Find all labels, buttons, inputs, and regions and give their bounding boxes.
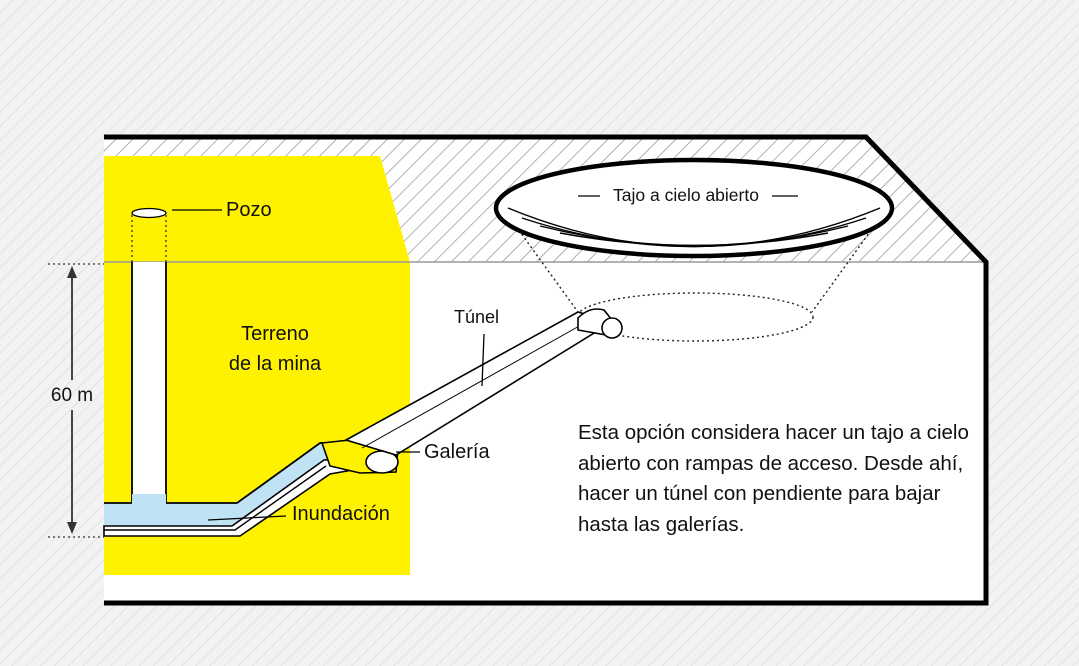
leader-lines xyxy=(172,195,798,521)
block-outline xyxy=(104,134,989,606)
open-pit xyxy=(493,157,895,259)
terreno-label-line1: Terreno xyxy=(241,323,309,345)
pozo-label: Pozo xyxy=(226,199,272,221)
tunel-label: Túnel xyxy=(454,307,499,327)
depth-dimension xyxy=(48,263,104,538)
terreno-label-line2: de la mina xyxy=(229,353,322,375)
description-text: Esta opción considera hacer un tajo a ci… xyxy=(578,421,969,536)
inundacion-label: Inundación xyxy=(292,503,390,525)
galeria-label: Galería xyxy=(424,441,490,463)
pit-projection xyxy=(509,217,881,342)
tunnel-and-gallery xyxy=(320,308,623,474)
shaft xyxy=(131,207,167,503)
depth-label: 60 m xyxy=(51,385,93,406)
tajo-label: Tajo a cielo abierto xyxy=(613,185,759,205)
